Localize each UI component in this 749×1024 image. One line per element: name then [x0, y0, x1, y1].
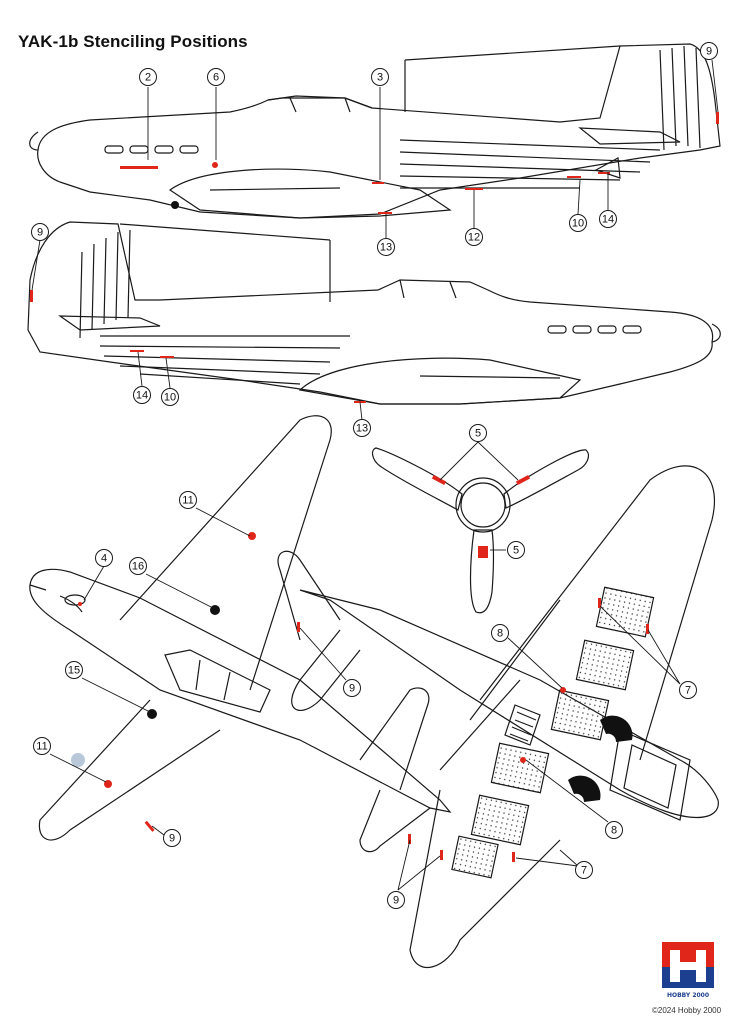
callout-number: 9 [393, 895, 399, 907]
callout-circle [377, 238, 395, 256]
hobby-2000-logo: HOBBY 2000 [662, 942, 714, 999]
callout-number: 13 [380, 242, 392, 254]
propeller-view [371, 447, 590, 614]
callout-circle [33, 737, 51, 755]
callout-number: 6 [213, 72, 219, 84]
top-view-markings [71, 532, 256, 832]
callout-circle [569, 214, 587, 232]
callout-circle [605, 821, 623, 839]
callout-circle [507, 541, 525, 559]
callout-number: 9 [706, 46, 712, 58]
callout-circle [469, 424, 487, 442]
bottom-view [277, 465, 719, 969]
callout-circle [679, 681, 697, 699]
callout-circle [575, 861, 593, 879]
callout-number: 9 [349, 683, 355, 695]
callout-number: 10 [164, 392, 176, 404]
callout-number: 4 [101, 553, 107, 565]
callout-number: 8 [497, 628, 503, 640]
callout-number: 9 [37, 227, 43, 239]
callout-circle [491, 624, 509, 642]
callout-leaders [31, 59, 719, 891]
callout-circle [129, 557, 147, 575]
callout-number: 16 [132, 561, 144, 573]
callout-number: 8 [611, 825, 617, 837]
callout-circle [353, 419, 371, 437]
callout-circle [163, 829, 181, 847]
callout-circle [371, 68, 389, 86]
callout-number: 7 [581, 865, 587, 877]
callout-number: 10 [572, 218, 584, 230]
callout-number: 3 [377, 72, 383, 84]
callout-number: 5 [513, 545, 519, 557]
callout-number: 2 [145, 72, 151, 84]
callout-circle [465, 228, 483, 246]
right-side-profile [27, 221, 721, 405]
top-view [29, 415, 452, 853]
callout-circle [207, 68, 225, 86]
callout-circle [387, 891, 405, 909]
page-title: YAK-1b Stenciling Positions [18, 32, 248, 51]
callout-circle [95, 549, 113, 567]
callout-circle [343, 679, 361, 697]
copyright-notice: ©2024 Hobby 2000 [652, 1006, 722, 1015]
left-side-stencils [120, 112, 719, 214]
callout-circle [31, 223, 49, 241]
propeller-stencils [431, 474, 531, 558]
callout-circle [599, 210, 617, 228]
left-side-profile [29, 43, 721, 219]
callout-number: 12 [468, 232, 480, 244]
callout-number: 13 [356, 423, 368, 435]
callout-circle [700, 42, 718, 60]
callout-circle [161, 388, 179, 406]
callout-number: 14 [602, 214, 614, 226]
callout-circle [133, 386, 151, 404]
callout-number: 5 [475, 428, 481, 440]
callout-circle [65, 661, 83, 679]
callout-circle [139, 68, 157, 86]
callout-badges: 2 6 3 9 10 14 12 13 9 14 10 13 5 5 11 16 4 15 11 9 8 7 9 8 9 7 [31, 42, 718, 909]
callout-number: 9 [169, 833, 175, 845]
callout-number: 15 [68, 665, 80, 677]
callout-number: 11 [182, 495, 193, 507]
callout-number: 7 [685, 685, 691, 697]
logo-wordmark: HOBBY 2000 [667, 992, 709, 999]
bottom-view-markings [297, 598, 649, 862]
callout-number: 14 [136, 390, 148, 402]
callout-circle [179, 491, 197, 509]
callout-number: 11 [36, 741, 47, 753]
